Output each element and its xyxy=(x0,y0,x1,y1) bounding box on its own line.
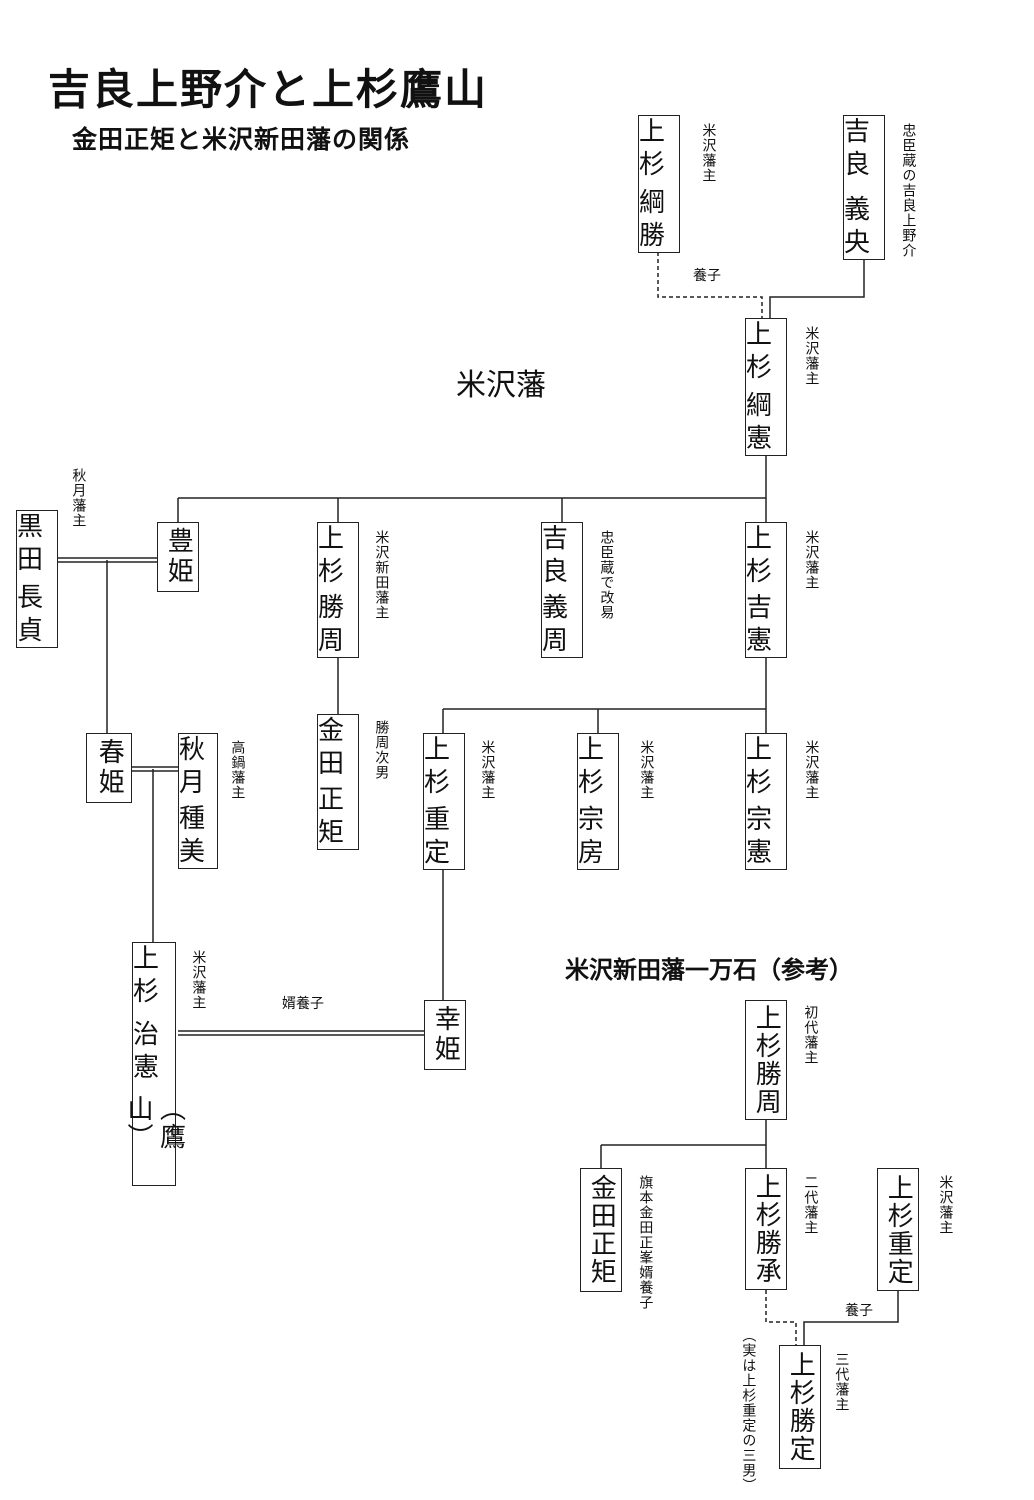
line-yoshinori-children xyxy=(442,657,767,733)
person-s-uesugi-katsuyoshi: 上杉勝承 xyxy=(745,1168,787,1290)
line-yoshihisa-tsunanori xyxy=(769,260,865,318)
person-uesugi-katsuchika: 上杉 勝周 xyxy=(317,522,359,658)
note-katsuchika: 米沢新田藩主 xyxy=(373,530,390,620)
label-adopt-s: 養子 xyxy=(845,1303,873,1319)
note-yoshinori: 米沢藩主 xyxy=(803,530,820,590)
person-kira-yoshichika: 吉良 義周 xyxy=(541,522,583,658)
section-yonezawa: 米沢藩 xyxy=(456,368,546,403)
note-nagasada: 秋月藩主 xyxy=(70,468,87,528)
line-s-katsuchika-children xyxy=(600,1120,767,1168)
person-s-kaneda-masanori: 金田正矩 xyxy=(580,1168,622,1292)
note-s-katsuyoshi: 二代藩主 xyxy=(802,1175,819,1235)
person-uesugi-tsunakatsu: 上杉 綱勝 xyxy=(638,115,680,253)
note-yoshihisa: 忠臣蔵の吉良上野介 xyxy=(900,123,917,258)
label-adopt-son-in-law: 婿養子 xyxy=(282,996,324,1012)
page-subtitle: 金田正矩と米沢新田藩の関係 xyxy=(72,125,411,154)
line-tsunanori-children xyxy=(177,455,767,522)
note-shigesada: 米沢藩主 xyxy=(479,740,496,800)
person-kuroda-nagasada: 黒田 長貞 xyxy=(16,510,58,648)
note-s-shigesada: 米沢藩主 xyxy=(937,1175,954,1235)
section-shinden: 米沢新田藩一万石（参考） xyxy=(565,956,853,984)
note-s-katsusada: 三代藩主 xyxy=(833,1352,850,1412)
note-tsunanori: 米沢藩主 xyxy=(803,326,820,386)
adoption-line-s-shigesada xyxy=(803,1291,899,1345)
label-adopt-tsunanori: 養子 xyxy=(693,268,721,284)
note-yoshichika: 忠臣蔵で改易 xyxy=(598,530,615,620)
person-uesugi-shigesada: 上杉 重定 xyxy=(423,733,465,870)
note-tanemi: 高鍋藩主 xyxy=(229,740,246,800)
note-s-katsuchika: 初代藩主 xyxy=(802,1005,819,1065)
person-uesugi-tsunanori: 上杉 綱憲 xyxy=(745,318,787,456)
person-s-uesugi-shigesada: 上杉重定 xyxy=(877,1168,919,1291)
person-akizuki-tanemi: 秋月 種美 xyxy=(178,733,218,869)
page-title: 吉良上野介と上杉鷹山 xyxy=(48,65,489,114)
note-tsunakatsu: 米沢藩主 xyxy=(700,123,717,183)
marriage-harunori-yukihime xyxy=(178,1030,426,1036)
note-s-masanori: 旗本金田正峯婿養子 xyxy=(637,1175,654,1310)
person-uesugi-harunori: 上杉 治憲 （鷹山） xyxy=(123,942,186,1186)
person-uesugi-munenori: 上杉 宗憲 xyxy=(745,733,787,870)
note-munenori: 米沢藩主 xyxy=(803,740,820,800)
person-kaneda-masanori: 金田 正矩 xyxy=(317,714,359,850)
person-kira-yoshihisa: 吉良 義央 xyxy=(843,115,885,260)
person-uesugi-yoshinori: 上杉 吉憲 xyxy=(745,522,787,658)
person-toyohime: 豊姫 xyxy=(157,522,199,592)
person-yukihime: 幸姫 xyxy=(424,1000,466,1070)
note-harunori: 米沢藩主 xyxy=(190,950,207,1010)
person-s-uesugi-katsuchika: 上杉勝周 xyxy=(745,1000,787,1120)
person-s-uesugi-katsusada: 上杉勝定 xyxy=(779,1345,821,1469)
adoption-line-tsunakatsu xyxy=(657,252,763,318)
note-munefusa: 米沢藩主 xyxy=(638,740,655,800)
person-uesugi-munefusa: 上杉 宗房 xyxy=(577,733,619,870)
note-s-katsusada-origin: （実は上杉重定の三男） xyxy=(740,1328,757,1493)
person-haruhime: 春姫 xyxy=(86,733,132,803)
adoption-line-s-katsuyoshi xyxy=(765,1290,797,1345)
marriage-haruhime-tanemi xyxy=(132,766,178,772)
note-masanori: 勝周次男 xyxy=(373,720,390,780)
